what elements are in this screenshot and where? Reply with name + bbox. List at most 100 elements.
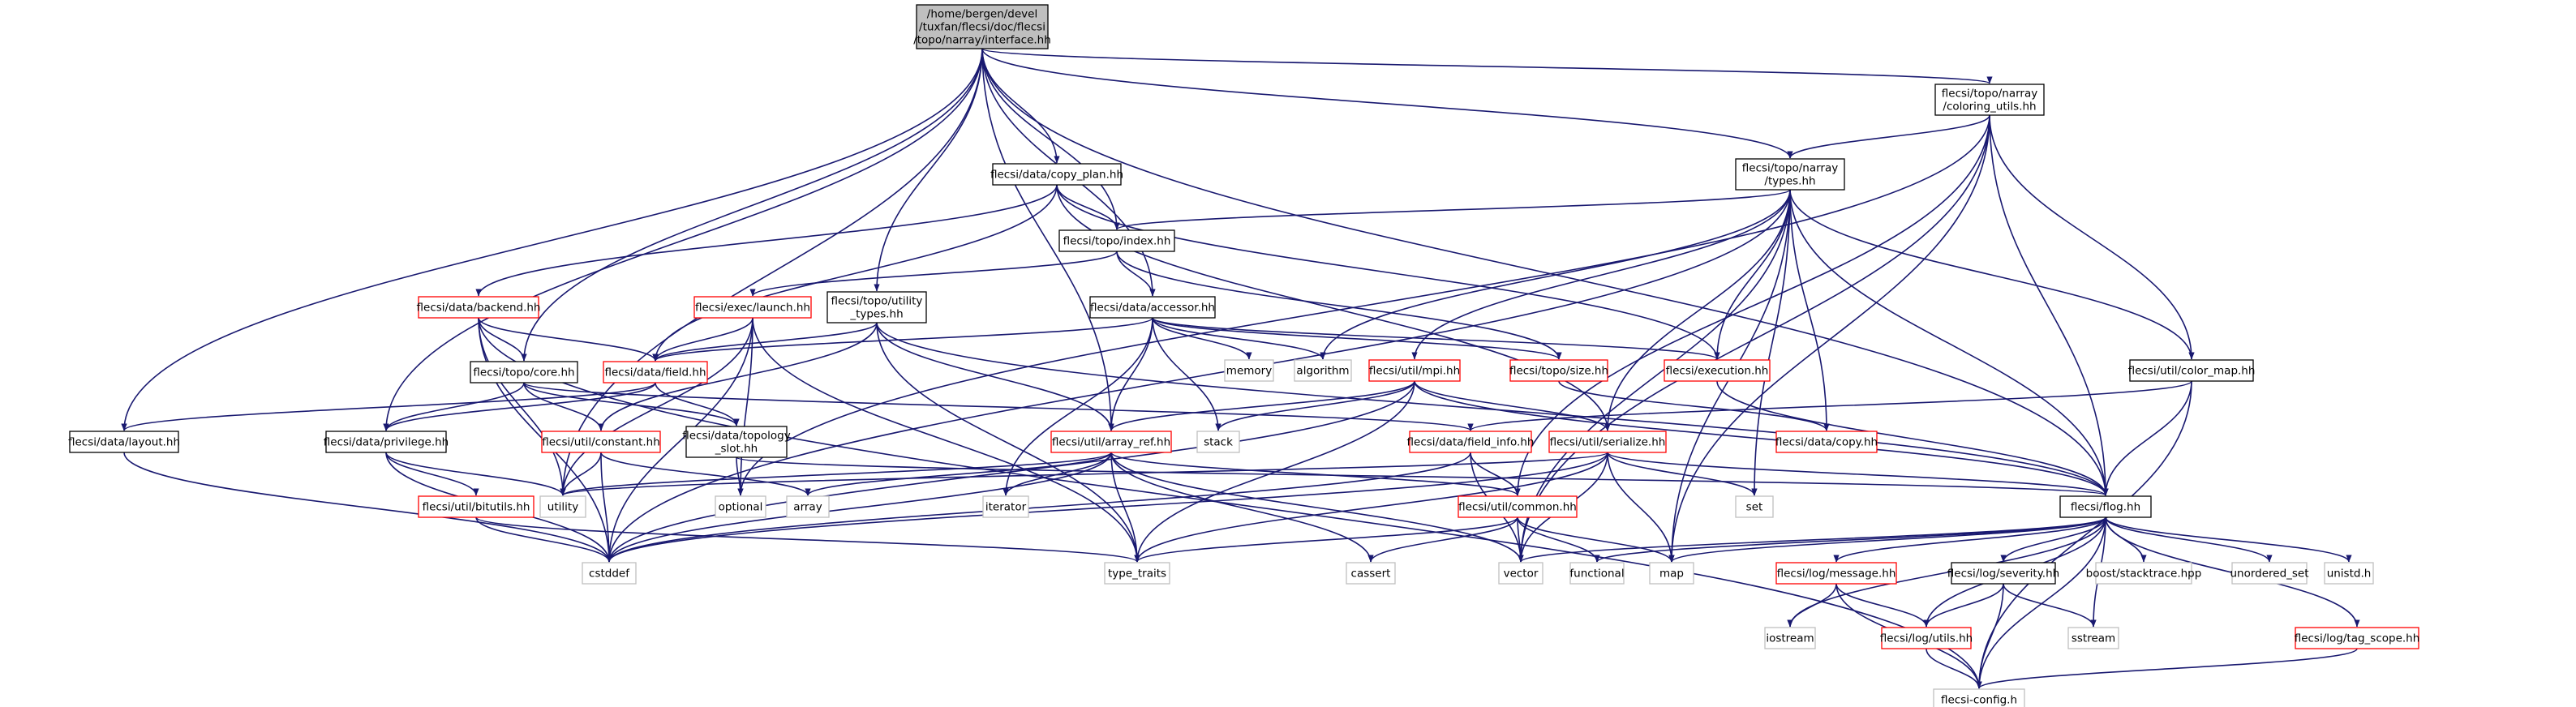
edge-coloring_utils-to-map	[1668, 114, 1990, 563]
node-box	[2324, 562, 2374, 585]
node-box	[1649, 562, 1694, 585]
node-label-line: /home/bergen/devel	[927, 8, 1037, 21]
node-tag_scope[interactable]: flecsi/log/tag_scope.hh	[2295, 627, 2420, 649]
node-box	[693, 296, 812, 319]
node-topology_slot[interactable]: flecsi/data/topology_slot.hh	[682, 426, 791, 458]
node-coloring_utils[interactable]: flecsi/topo/narray/coloring_utils.hh	[1934, 84, 2045, 116]
node-label-line: /types.hh	[1764, 175, 1815, 188]
node-execution[interactable]: flecsi/execution.hh	[1664, 359, 1771, 382]
node-map: map	[1649, 562, 1694, 585]
node-color_map[interactable]: flecsi/util/color_map.hh	[2128, 359, 2256, 382]
node-label-line: flecsi/data/copy.hh	[1775, 436, 1878, 449]
node-box	[786, 495, 830, 518]
node-narray_types[interactable]: flecsi/topo/narray/types.hh	[1735, 158, 1845, 191]
node-accessor[interactable]: flecsi/data/accessor.hh	[1089, 296, 1216, 319]
node-array_ref[interactable]: flecsi/util/array_ref.hh	[1050, 431, 1172, 453]
node-label-line: unordered_set	[2230, 568, 2308, 581]
node-data_copy[interactable]: flecsi/data/copy.hh	[1775, 431, 1878, 453]
node-common[interactable]: flecsi/util/common.hh	[1458, 495, 1578, 518]
node-box	[2129, 359, 2254, 382]
node-flog[interactable]: flecsi/flog.hh	[2059, 495, 2152, 518]
node-box	[2059, 495, 2152, 518]
node-box	[1735, 495, 1774, 518]
edge-privilege-to-utility	[385, 452, 566, 496]
node-severity[interactable]: flecsi/log/severity.hh	[1947, 562, 2059, 585]
edge-launch-to-type_traits	[752, 317, 1140, 563]
edge-backend-to-flecsi_config	[478, 317, 1982, 689]
edge-topology_slot-to-flog	[736, 456, 2108, 496]
node-label-line: flecsi/log/message.hh	[1777, 568, 1896, 581]
node-constant[interactable]: flecsi/util/constant.hh	[541, 431, 661, 453]
node-unordered_set: unordered_set	[2230, 562, 2309, 585]
node-label-line: flecsi/data/copy_plan.hh	[990, 169, 1123, 182]
node-box	[541, 431, 661, 453]
node-label-line: flecsi/flog.hh	[2071, 501, 2140, 514]
edge-accessor-to-memory	[1152, 317, 1252, 360]
node-index[interactable]: flecsi/topo/index.hh	[1058, 229, 1175, 252]
node-copy_plan[interactable]: flecsi/data/copy_plan.hh	[990, 163, 1123, 186]
node-serialize[interactable]: flecsi/util/serialize.hh	[1548, 431, 1667, 453]
node-label-line: cstddef	[589, 568, 630, 581]
node-box	[1409, 431, 1532, 453]
node-box	[992, 163, 1122, 186]
edge-mpi-to-cstddef	[606, 380, 1415, 563]
node-label-line: flecsi/util/common.hh	[1458, 501, 1577, 514]
edge-severity-to-flecsi_config	[1976, 583, 2004, 689]
edge-accessor-to-algorithm	[1152, 317, 1326, 360]
node-label-line: flecsi/data/topology	[682, 430, 790, 443]
edge-execution-to-flog	[1716, 380, 2109, 496]
edge-color_map-to-flog	[2102, 380, 2192, 496]
node-label-line: flecsi/topo/utility	[831, 295, 923, 308]
node-topo_size[interactable]: flecsi/topo/size.hh	[1509, 359, 1608, 382]
node-iterator: iterator	[982, 495, 1029, 518]
node-label-line: type_traits	[1108, 568, 1166, 581]
node-field_info[interactable]: flecsi/data/field_info.hh	[1407, 431, 1535, 453]
node-log_utils[interactable]: flecsi/log/utils.hh	[1880, 627, 1973, 649]
node-label-line: iostream	[1766, 632, 1814, 645]
node-core[interactable]: flecsi/topo/core.hh	[470, 361, 578, 383]
edge-field_info-to-common	[1470, 452, 1521, 496]
edge-array_ref-to-type_traits	[1110, 452, 1140, 563]
node-utility_types[interactable]: flecsi/topo/utility_types.hh	[826, 291, 927, 324]
node-box	[325, 431, 447, 453]
node-label-line: flecsi/util/bitutils.hh	[423, 501, 530, 514]
edge-accessor-to-iterator	[1002, 317, 1153, 496]
node-label-line: /topo/narray/interface.hh	[913, 34, 1051, 47]
node-bitutils[interactable]: flecsi/util/bitutils.hh	[418, 495, 535, 518]
edge-field-to-privilege	[383, 382, 656, 431]
edge-copy_plan-to-backend	[475, 184, 1058, 297]
node-log_message[interactable]: flecsi/log/message.hh	[1775, 562, 1897, 585]
node-box	[1509, 359, 1608, 382]
node-label-line: flecsi/data/layout.hh	[68, 436, 180, 449]
edge-array_ref-to-utility	[560, 452, 1112, 496]
node-box	[539, 495, 586, 518]
node-layout[interactable]: flecsi/data/layout.hh	[68, 431, 180, 453]
node-privilege[interactable]: flecsi/data/privilege.hh	[324, 431, 449, 453]
node-box	[715, 495, 766, 518]
node-box	[1050, 431, 1172, 453]
node-box	[1933, 688, 2025, 707]
edge-root-to-array_ref	[981, 48, 1114, 431]
node-box	[1548, 431, 1667, 453]
node-mpi[interactable]: flecsi/util/mpi.hh	[1368, 359, 1461, 382]
edge-launch-to-cstddef	[606, 317, 753, 563]
node-vector: vector	[1498, 562, 1543, 585]
node-launch[interactable]: flecsi/exec/launch.hh	[693, 296, 812, 319]
edge-flog-to-tag_scope	[2105, 516, 2360, 628]
edge-narray_types-to-mpi	[1411, 189, 1791, 360]
edge-mpi-to-flog	[1414, 380, 2109, 496]
node-root[interactable]: /home/bergen/devel/tuxfan/flecsi/doc/fle…	[913, 4, 1051, 49]
node-box	[2095, 562, 2192, 585]
node-backend[interactable]: flecsi/data/backend.hh	[417, 296, 541, 319]
node-label-line: flecsi/topo/index.hh	[1063, 235, 1171, 248]
node-box	[603, 361, 708, 383]
edge-utility_types-to-field	[652, 322, 878, 362]
edge-flog-to-log_message	[1833, 516, 2106, 563]
node-field[interactable]: flecsi/data/field.hh	[603, 361, 708, 383]
node-box	[69, 431, 179, 453]
edge-constant-to-array	[600, 452, 811, 496]
edge-coloring_utils-to-flog	[1989, 114, 2109, 496]
node-label-line: vector	[1504, 568, 1539, 581]
edge-index-to-topo_size	[1116, 251, 1562, 360]
